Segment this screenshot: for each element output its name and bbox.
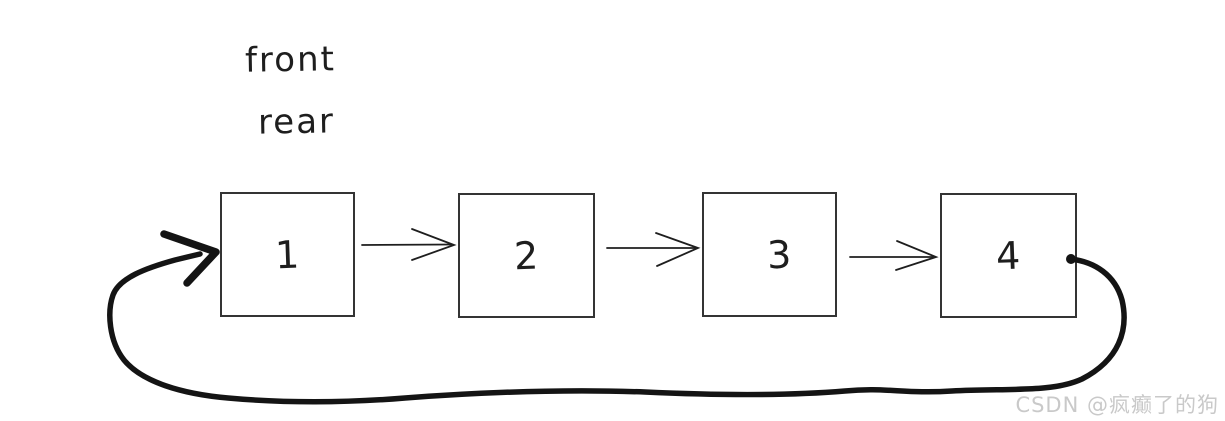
queue-node-1: 1 [220,192,355,317]
rear-pointer-label: rear [257,101,336,143]
node-value-3: 3 [766,232,793,277]
node-value-4: 4 [995,233,1022,278]
queue-node-2: 2 [458,193,595,318]
watermark: CSDN @疯癫了的狗 [1015,393,1219,417]
front-pointer-label: front [244,39,337,81]
node-value-1: 1 [274,232,301,277]
next-arrow-icon-2 [606,232,701,267]
next-arrow-icon-1 [361,228,457,261]
next-arrow-icon-3 [849,240,939,271]
queue-node-4: 4 [940,193,1077,318]
queue-node-3: 3 [702,192,837,317]
node-value-2: 2 [513,233,540,278]
